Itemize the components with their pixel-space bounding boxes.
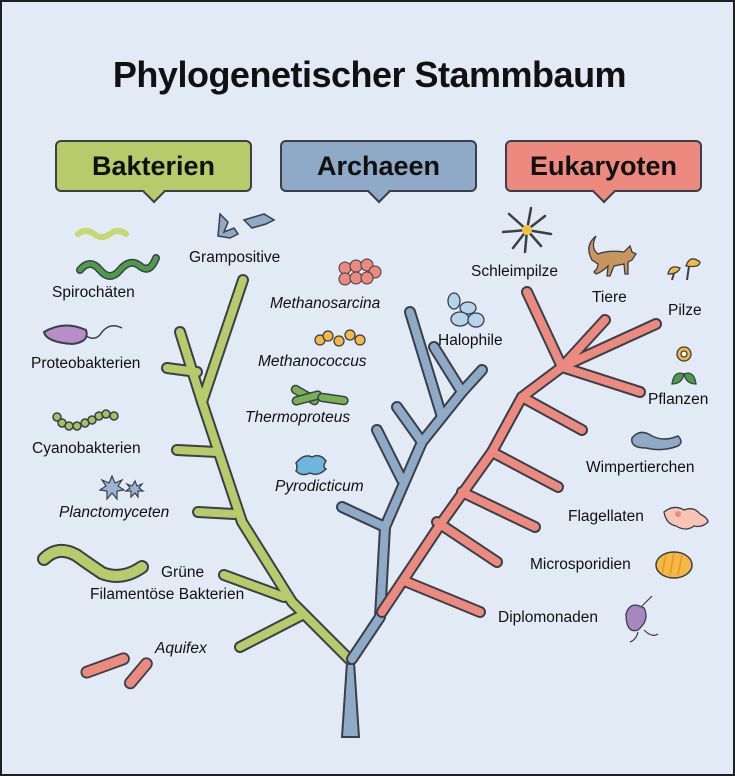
label-methanococcus: Methanococcus (258, 353, 367, 370)
domain-label-bakterien: Bakterien (55, 140, 252, 204)
label-pflanzen: Pflanzen (648, 391, 709, 408)
label-tiere: Tiere (592, 289, 627, 306)
label-thermoproteus: Thermoproteus (245, 409, 351, 426)
label-cyanobakterien: Cyanobakterien (32, 440, 141, 457)
label-planctomyceten: Planctomyceten (59, 504, 170, 521)
label-aquifex: Aquifex (155, 640, 207, 657)
ciliate-icon (631, 431, 682, 451)
domain-label-archaeen: Archaeen (280, 140, 477, 204)
cyanobacteria-chain-icon (52, 409, 119, 431)
cell-cluster-icon (338, 258, 382, 286)
label-halophile: Halophile (438, 332, 503, 349)
grampositive-bacteria-icon (217, 212, 276, 239)
diplomonad-icon (625, 595, 659, 643)
label-spirochaeten: Spirochäten (52, 284, 135, 301)
rod-cells-icon (290, 384, 349, 406)
label-grampositive: Grampositive (189, 249, 281, 266)
cat-icon (588, 235, 637, 277)
amoeba-icon (663, 506, 709, 530)
diagram-title: Phylogenetischer Stammbaum (112, 54, 627, 95)
label-wimpertierchen: Wimpertierchen (586, 459, 695, 476)
label-diplomonaden: Diplomonaden (498, 609, 598, 626)
label-flagellaten: Flagellaten (568, 508, 644, 525)
label-microsporidien: Microsporidien (530, 556, 631, 573)
halophile-cells-icon (447, 292, 485, 328)
tree-trunk (340, 661, 361, 738)
spirochete-icon (75, 228, 160, 280)
disc-cell-icon (295, 454, 328, 476)
label-proteobakterien: Proteobakterien (31, 355, 141, 372)
domain-label-eukaryoten: Eukaryoten (505, 140, 702, 204)
star-cell-icon (98, 474, 145, 501)
label-filamentoese-bakterien: Filamentöse Bakterien (90, 586, 245, 603)
domain-label-archaeen-text: Archaeen (316, 151, 441, 181)
flower-icon (671, 346, 697, 385)
mushroom-icon (667, 258, 701, 281)
label-pilze: Pilze (668, 302, 702, 319)
rod-bacteria-icon (80, 652, 153, 690)
domain-label-bakterien-text: Bakterien (91, 151, 216, 181)
branch-eukaryoten (376, 286, 662, 618)
branch-bakterien (161, 274, 355, 665)
domain-label-eukaryoten-text: Eukaryoten (529, 151, 678, 181)
proteobacterium-icon (42, 324, 123, 346)
label-methanosarcina: Methanosarcina (270, 295, 381, 312)
label-pyrodicticum: Pyrodicticum (275, 478, 364, 495)
slime-mold-icon (501, 206, 553, 254)
label-schleimpilze: Schleimpilze (471, 263, 559, 280)
label-gruene: Grüne (161, 564, 205, 581)
branch-archaeen (336, 306, 488, 665)
filament-icon (37, 543, 149, 583)
spore-icon (655, 551, 693, 579)
cocci-icon (314, 329, 366, 347)
